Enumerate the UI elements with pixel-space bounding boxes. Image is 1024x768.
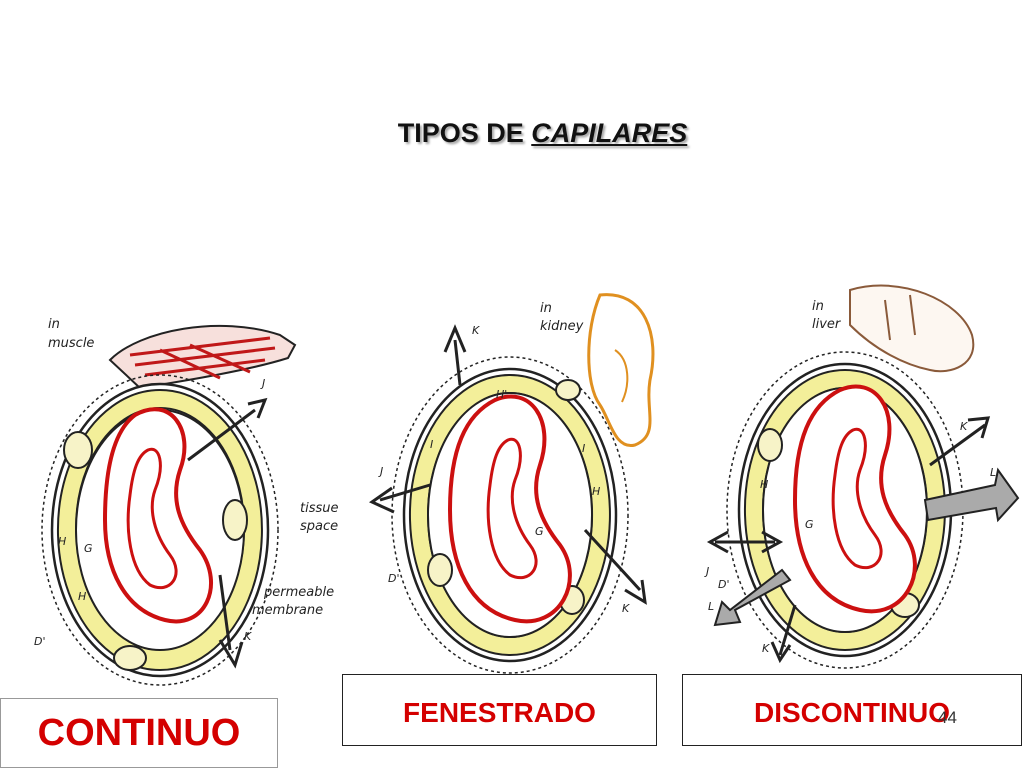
- tissue-space-label-2: space: [300, 519, 338, 534]
- title-prefix: TIPOS DE: [397, 118, 532, 148]
- continuo-label: CONTINUO: [37, 711, 241, 754]
- continuous-capillary-diagram: in muscle J H G H D' K tissue space perm…: [34, 317, 339, 686]
- letter-i2: I: [582, 442, 585, 455]
- letter-j: J: [260, 377, 265, 390]
- letter-l: L: [990, 466, 996, 479]
- location-line-1: in: [540, 301, 552, 316]
- title-emphasis: CAPILARES: [531, 118, 688, 148]
- location-label: kidney: [540, 319, 584, 334]
- tissue-space-label-1: tissue: [300, 501, 339, 516]
- continuo-label-box: CONTINUO: [0, 698, 278, 768]
- letter-j: J: [378, 465, 383, 478]
- location-line-1: in: [48, 317, 60, 332]
- kidney-illustration: [587, 293, 655, 447]
- letter-d: D': [34, 635, 46, 648]
- fenestrated-capillary-diagram: in kidney K H' J I I H G D' K: [368, 293, 655, 674]
- letter-g: G: [84, 542, 93, 555]
- letter-h: H: [760, 478, 768, 491]
- letter-l2: L: [708, 600, 714, 613]
- letter-g: G: [535, 525, 544, 538]
- letter-k2: K: [622, 602, 630, 615]
- location-line-1: in: [812, 299, 824, 314]
- page-title: TIPOS DE CAPILARES: [0, 118, 1024, 149]
- slide-number: 44: [938, 708, 957, 727]
- letter-k2: K: [762, 642, 770, 655]
- location-label: muscle: [48, 336, 94, 351]
- letter-h2: H: [592, 485, 600, 498]
- letter-i: I: [430, 438, 433, 451]
- letter-k: K: [472, 324, 480, 337]
- letter-k: K: [244, 630, 252, 643]
- discontinuo-label: DISCONTINUO: [754, 697, 950, 728]
- muscle-tissue-illustration: [108, 324, 297, 390]
- location-label: liver: [812, 317, 842, 332]
- letter-h2: H: [78, 590, 86, 603]
- letter-k: K: [960, 420, 968, 433]
- letter-h: H': [496, 388, 507, 401]
- letter-j: J: [704, 565, 709, 578]
- letter-g: G: [805, 518, 814, 531]
- letter-d: D': [388, 572, 400, 585]
- letter-d: D': [718, 578, 730, 591]
- letter-h: H: [58, 535, 66, 548]
- fenestrado-label-box: FENESTRADO: [342, 674, 657, 746]
- discontinuous-capillary-diagram: in liver K H L G J D' L K: [704, 284, 1020, 669]
- fenestrado-label: FENESTRADO: [403, 697, 596, 728]
- discontinuo-label-box: DISCONTINUO: [682, 674, 1022, 746]
- liver-illustration: [849, 284, 975, 373]
- membrane-label: membrane: [252, 603, 323, 618]
- permeable-label: permeable: [263, 585, 334, 600]
